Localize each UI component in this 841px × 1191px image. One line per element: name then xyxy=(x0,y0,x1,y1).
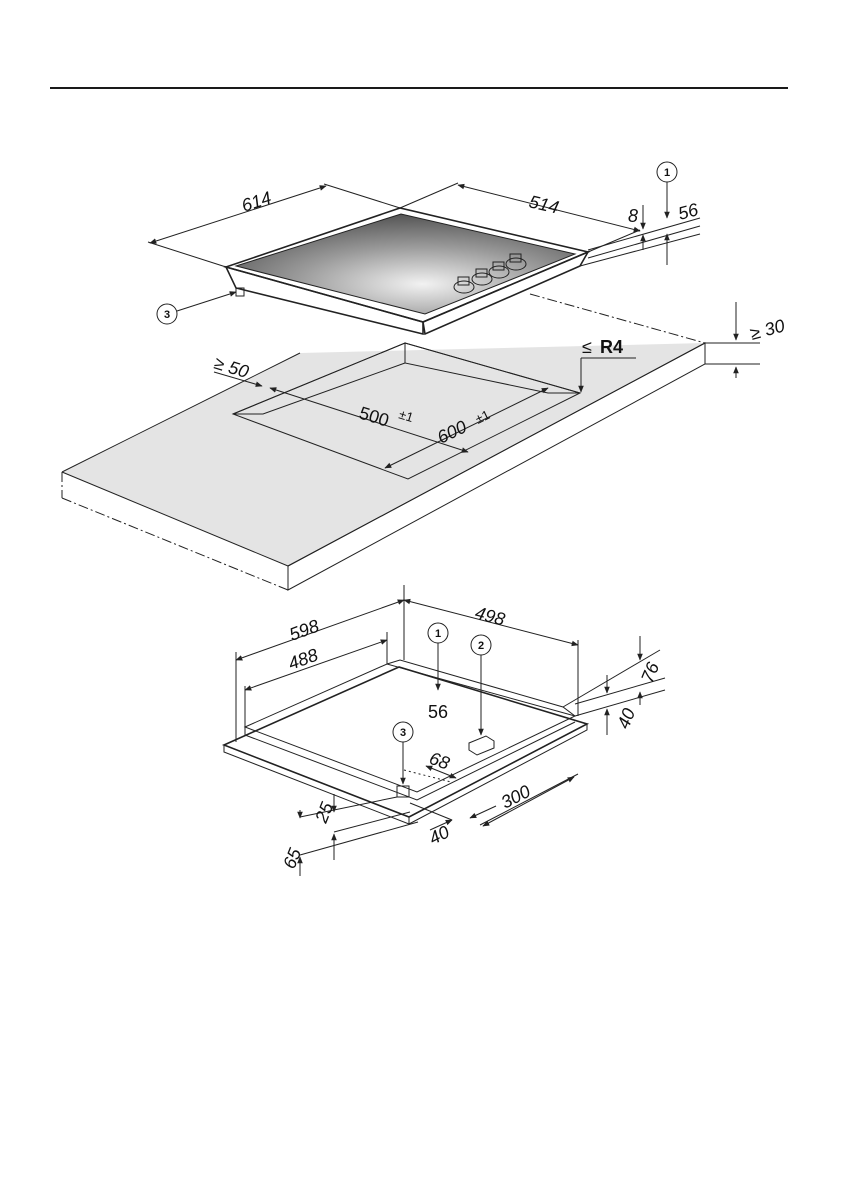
callout-3-top-label: 3 xyxy=(164,309,170,321)
callout-1-bottom-label: 1 xyxy=(435,628,441,640)
dim-76: 76 xyxy=(637,659,663,686)
dim-68: 68 xyxy=(427,748,453,774)
dim-r4: R4 xyxy=(600,337,623,357)
worktop: ≥ 30 ≥ 50 500 ±1 600 ±1 ≤ R4 xyxy=(62,294,787,590)
label-56-bottom: 56 xyxy=(428,702,448,722)
callout-1-top-label: 1 xyxy=(664,167,670,179)
dim-56-top: 56 xyxy=(676,199,701,224)
dim-65: 65 xyxy=(279,845,305,872)
dim-598: 598 xyxy=(287,616,322,645)
dim-498: 498 xyxy=(473,603,507,630)
dim-8: 8 xyxy=(628,206,638,226)
callout-3-bottom-label: 3 xyxy=(400,727,406,739)
dim-30: ≥ 30 xyxy=(748,316,787,344)
dim-514: 514 xyxy=(527,191,561,217)
dim-488: 488 xyxy=(286,645,321,674)
hob-top-view: 614 514 8 56 1 3 xyxy=(148,162,701,334)
worktop-surface xyxy=(62,343,705,566)
foot-3 xyxy=(397,786,409,797)
hob-base-edge-right xyxy=(409,724,587,824)
dim-40-right: 40 xyxy=(613,705,639,731)
dim-50: ≥ 50 xyxy=(212,353,251,382)
hob-glass xyxy=(236,214,575,314)
callout-2-bottom-label: 2 xyxy=(478,640,484,652)
hob-bottom-view: 598 488 498 76 40 1 56 2 3 68 300 xyxy=(224,585,665,876)
dim-300: 300 xyxy=(498,781,534,812)
dim-614: 614 xyxy=(239,187,274,215)
connector-2 xyxy=(469,736,494,755)
dim-40-front: 40 xyxy=(426,822,453,849)
dim-r4-prefix: ≤ xyxy=(582,337,592,357)
